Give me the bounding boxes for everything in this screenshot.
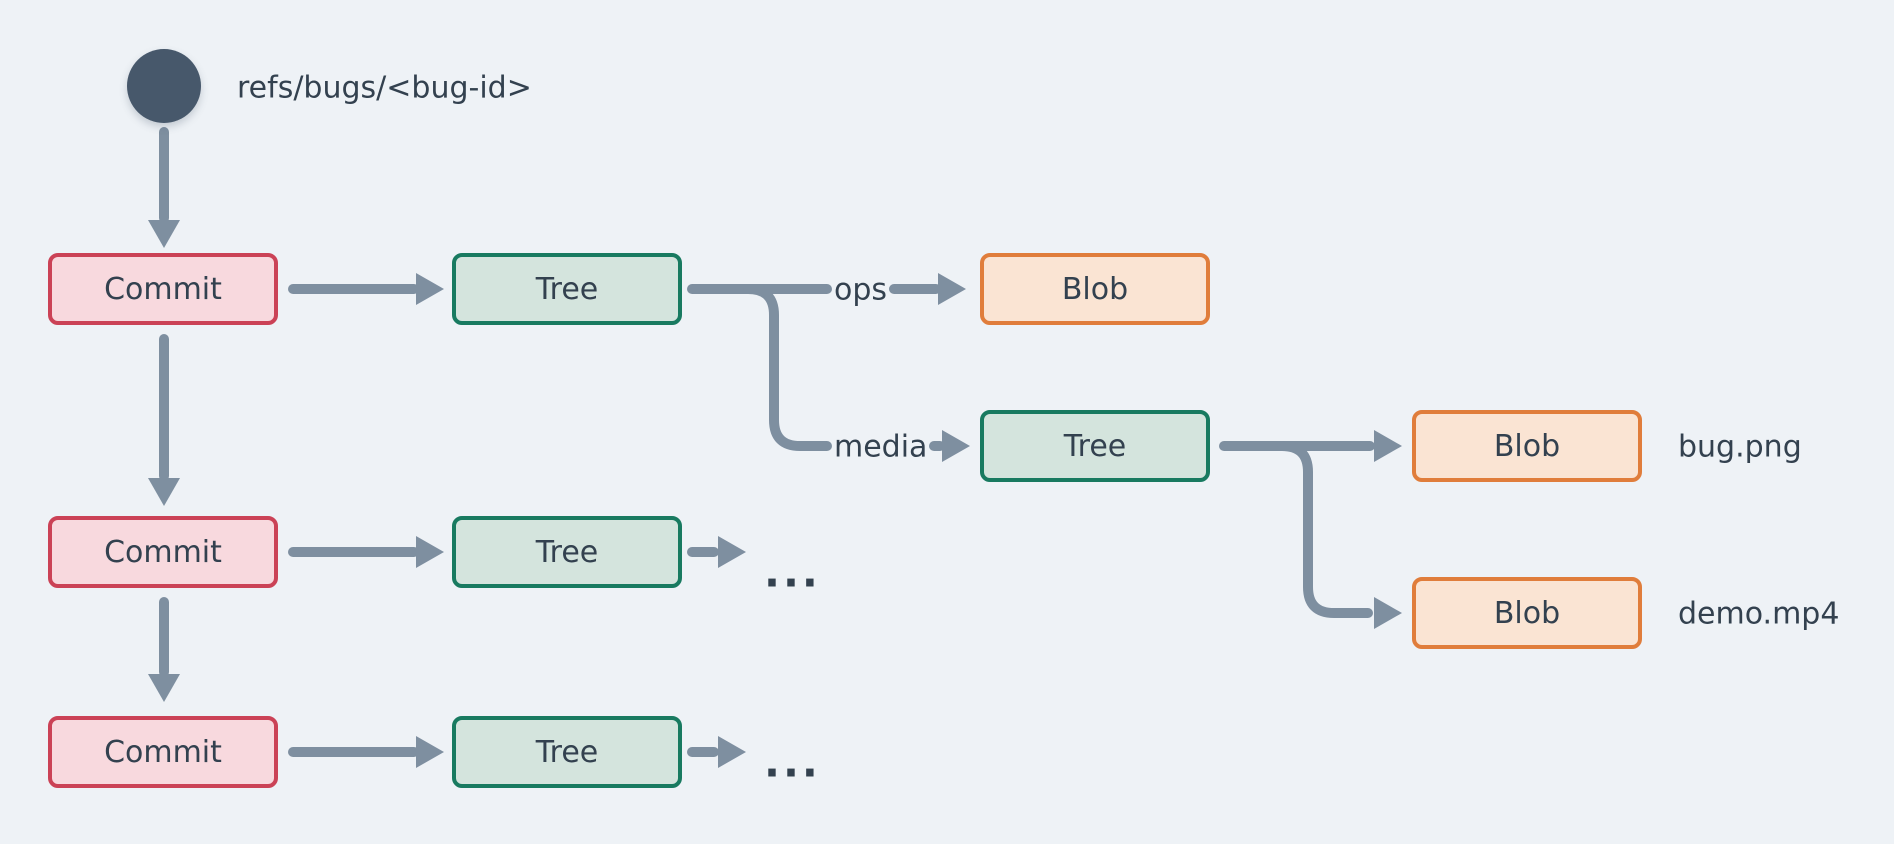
blob-node-ops: Blob xyxy=(980,253,1210,325)
edge-commit-2-to-commit-3 xyxy=(148,597,180,702)
edge-commit-1-to-commit-2 xyxy=(148,334,180,506)
blob-node-ops-label: Blob xyxy=(1061,271,1129,307)
tree-node-2: Tree xyxy=(452,516,682,588)
edge-tree-1-to-ops xyxy=(687,284,832,451)
edge-ops-to-blob xyxy=(889,273,966,305)
ellipsis-tree-3: ... xyxy=(764,737,821,787)
file-label-bug-png: bug.png xyxy=(1678,429,1802,465)
tree-node-1-label: Tree xyxy=(535,271,599,307)
tree-node-media-label: Tree xyxy=(1063,428,1127,464)
edge-label-media: media xyxy=(834,429,928,465)
edge-tree-2-to-ellipsis xyxy=(687,536,746,568)
edge-label-ops: ops xyxy=(834,272,888,308)
edge-media-tree-to-bug-blob xyxy=(1219,430,1402,629)
commit-node-3-label: Commit xyxy=(104,734,222,770)
blob-node-demo-label: Blob xyxy=(1493,595,1561,631)
edge-ref-to-commit-1 xyxy=(148,127,180,248)
commit-node-3: Commit xyxy=(48,716,278,788)
blob-node-bug-label: Blob xyxy=(1493,428,1561,464)
blob-node-demo: Blob xyxy=(1412,577,1642,649)
edge-commit-1-to-tree-1 xyxy=(288,273,444,305)
commit-node-2-label: Commit xyxy=(104,534,222,570)
edge-media-to-tree xyxy=(929,430,970,462)
tree-node-1: Tree xyxy=(452,253,682,325)
blob-node-bug: Blob xyxy=(1412,410,1642,482)
ellipsis-tree-2: ... xyxy=(764,547,821,597)
edge-commit-2-to-tree-2 xyxy=(288,536,444,568)
commit-node-1-label: Commit xyxy=(104,271,222,307)
ref-circle xyxy=(127,49,201,123)
edge-tree-3-to-ellipsis xyxy=(687,736,746,768)
commit-node-2: Commit xyxy=(48,516,278,588)
ref-label: refs/bugs/<bug-id> xyxy=(237,70,532,106)
commit-node-1: Commit xyxy=(48,253,278,325)
tree-node-2-label: Tree xyxy=(535,534,599,570)
tree-node-3-label: Tree xyxy=(535,734,599,770)
edge-commit-3-to-tree-3 xyxy=(288,736,444,768)
file-label-demo-mp4: demo.mp4 xyxy=(1678,596,1840,632)
tree-node-3: Tree xyxy=(452,716,682,788)
tree-node-media: Tree xyxy=(980,410,1210,482)
